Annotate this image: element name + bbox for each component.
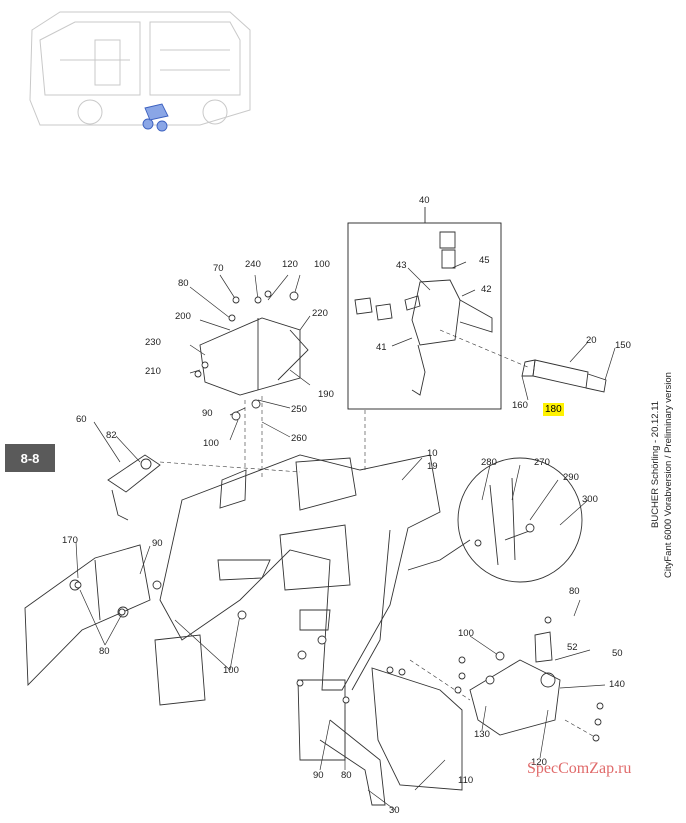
callout-220: 220 (312, 308, 328, 319)
callout-82: 82 (106, 430, 117, 441)
callout-52: 52 (567, 642, 578, 653)
callout-150: 150 (615, 340, 631, 351)
callout-120-b: 120 (531, 757, 547, 768)
callout-110: 110 (458, 775, 474, 786)
callout-41: 41 (376, 342, 387, 353)
callout-160: 160 (512, 400, 528, 411)
callout-80-d: 80 (341, 770, 352, 781)
callout-280: 280 (481, 457, 497, 468)
callout-250: 250 (291, 404, 307, 415)
callout-10: 10 (427, 448, 438, 459)
side-caption-line2: CityFant 6000 Vorabversion / Preliminary… (663, 372, 674, 578)
vehicle-thumbnail (29, 11, 251, 126)
callout-80-b: 80 (99, 646, 110, 657)
callout-230: 230 (145, 337, 161, 348)
side-caption-line1: BUCHER Schörling - 20.12.11 (650, 400, 661, 528)
callout-270: 270 (534, 457, 550, 468)
main-frame-10 (159, 454, 441, 691)
callout-300: 300 (582, 494, 598, 505)
callout-210: 210 (145, 366, 161, 377)
callout-60: 60 (76, 414, 87, 425)
leader-lines (75, 261, 616, 811)
callout-100-b: 100 (203, 438, 219, 449)
callout-90: 90 (202, 408, 213, 419)
callout-19: 19 (427, 461, 438, 472)
callout-100: 100 (314, 259, 330, 270)
arm-30-plate-110 (297, 667, 463, 806)
highlighted-callout-180: 180 (543, 403, 564, 416)
fasteners (74, 290, 604, 742)
hinge-assembly-50 (469, 631, 561, 736)
callout-20: 20 (586, 335, 597, 346)
callout-290: 290 (563, 472, 579, 483)
detail-circle (407, 457, 583, 583)
callout-200: 200 (175, 311, 191, 322)
callout-80: 80 (178, 278, 189, 289)
callout-42: 42 (481, 284, 492, 295)
hydraulic-cylinder-20 (521, 359, 607, 393)
lever-arm-82 (107, 454, 161, 521)
callout-130: 130 (474, 729, 490, 740)
bracket-plate-200 (199, 317, 309, 396)
mount-plate-170 (24, 544, 151, 687)
callout-45: 45 (479, 255, 490, 266)
watermark-text: SpecComZap.ru (527, 760, 632, 777)
callout-50: 50 (612, 648, 623, 659)
callout-260: 260 (291, 433, 307, 444)
detail-box-40 (347, 222, 502, 410)
callout-240: 240 (245, 259, 261, 270)
side-caption: BUCHER Schörling - 20.12.11 CityFant 600… (648, 300, 676, 580)
callout-190: 190 (318, 389, 334, 400)
callout-100-c: 100 (223, 665, 239, 676)
callout-100-d: 100 (458, 628, 474, 639)
callout-43: 43 (396, 260, 407, 271)
callout-90-b: 90 (152, 538, 163, 549)
support-leg-plate (154, 634, 206, 706)
callout-90-c: 90 (313, 770, 324, 781)
callout-170: 170 (62, 535, 78, 546)
page-number-tab: 8-8 (5, 444, 55, 472)
dashed-guides (159, 329, 601, 741)
callout-30: 30 (389, 805, 400, 816)
callout-140: 140 (609, 679, 625, 690)
callout-120: 120 (282, 259, 298, 270)
callout-40: 40 (419, 195, 430, 206)
callout-80-c: 80 (569, 586, 580, 597)
vehicle-highlight-part (142, 103, 169, 132)
callout-70: 70 (213, 263, 224, 274)
bracket-assembly-41 (354, 231, 493, 396)
